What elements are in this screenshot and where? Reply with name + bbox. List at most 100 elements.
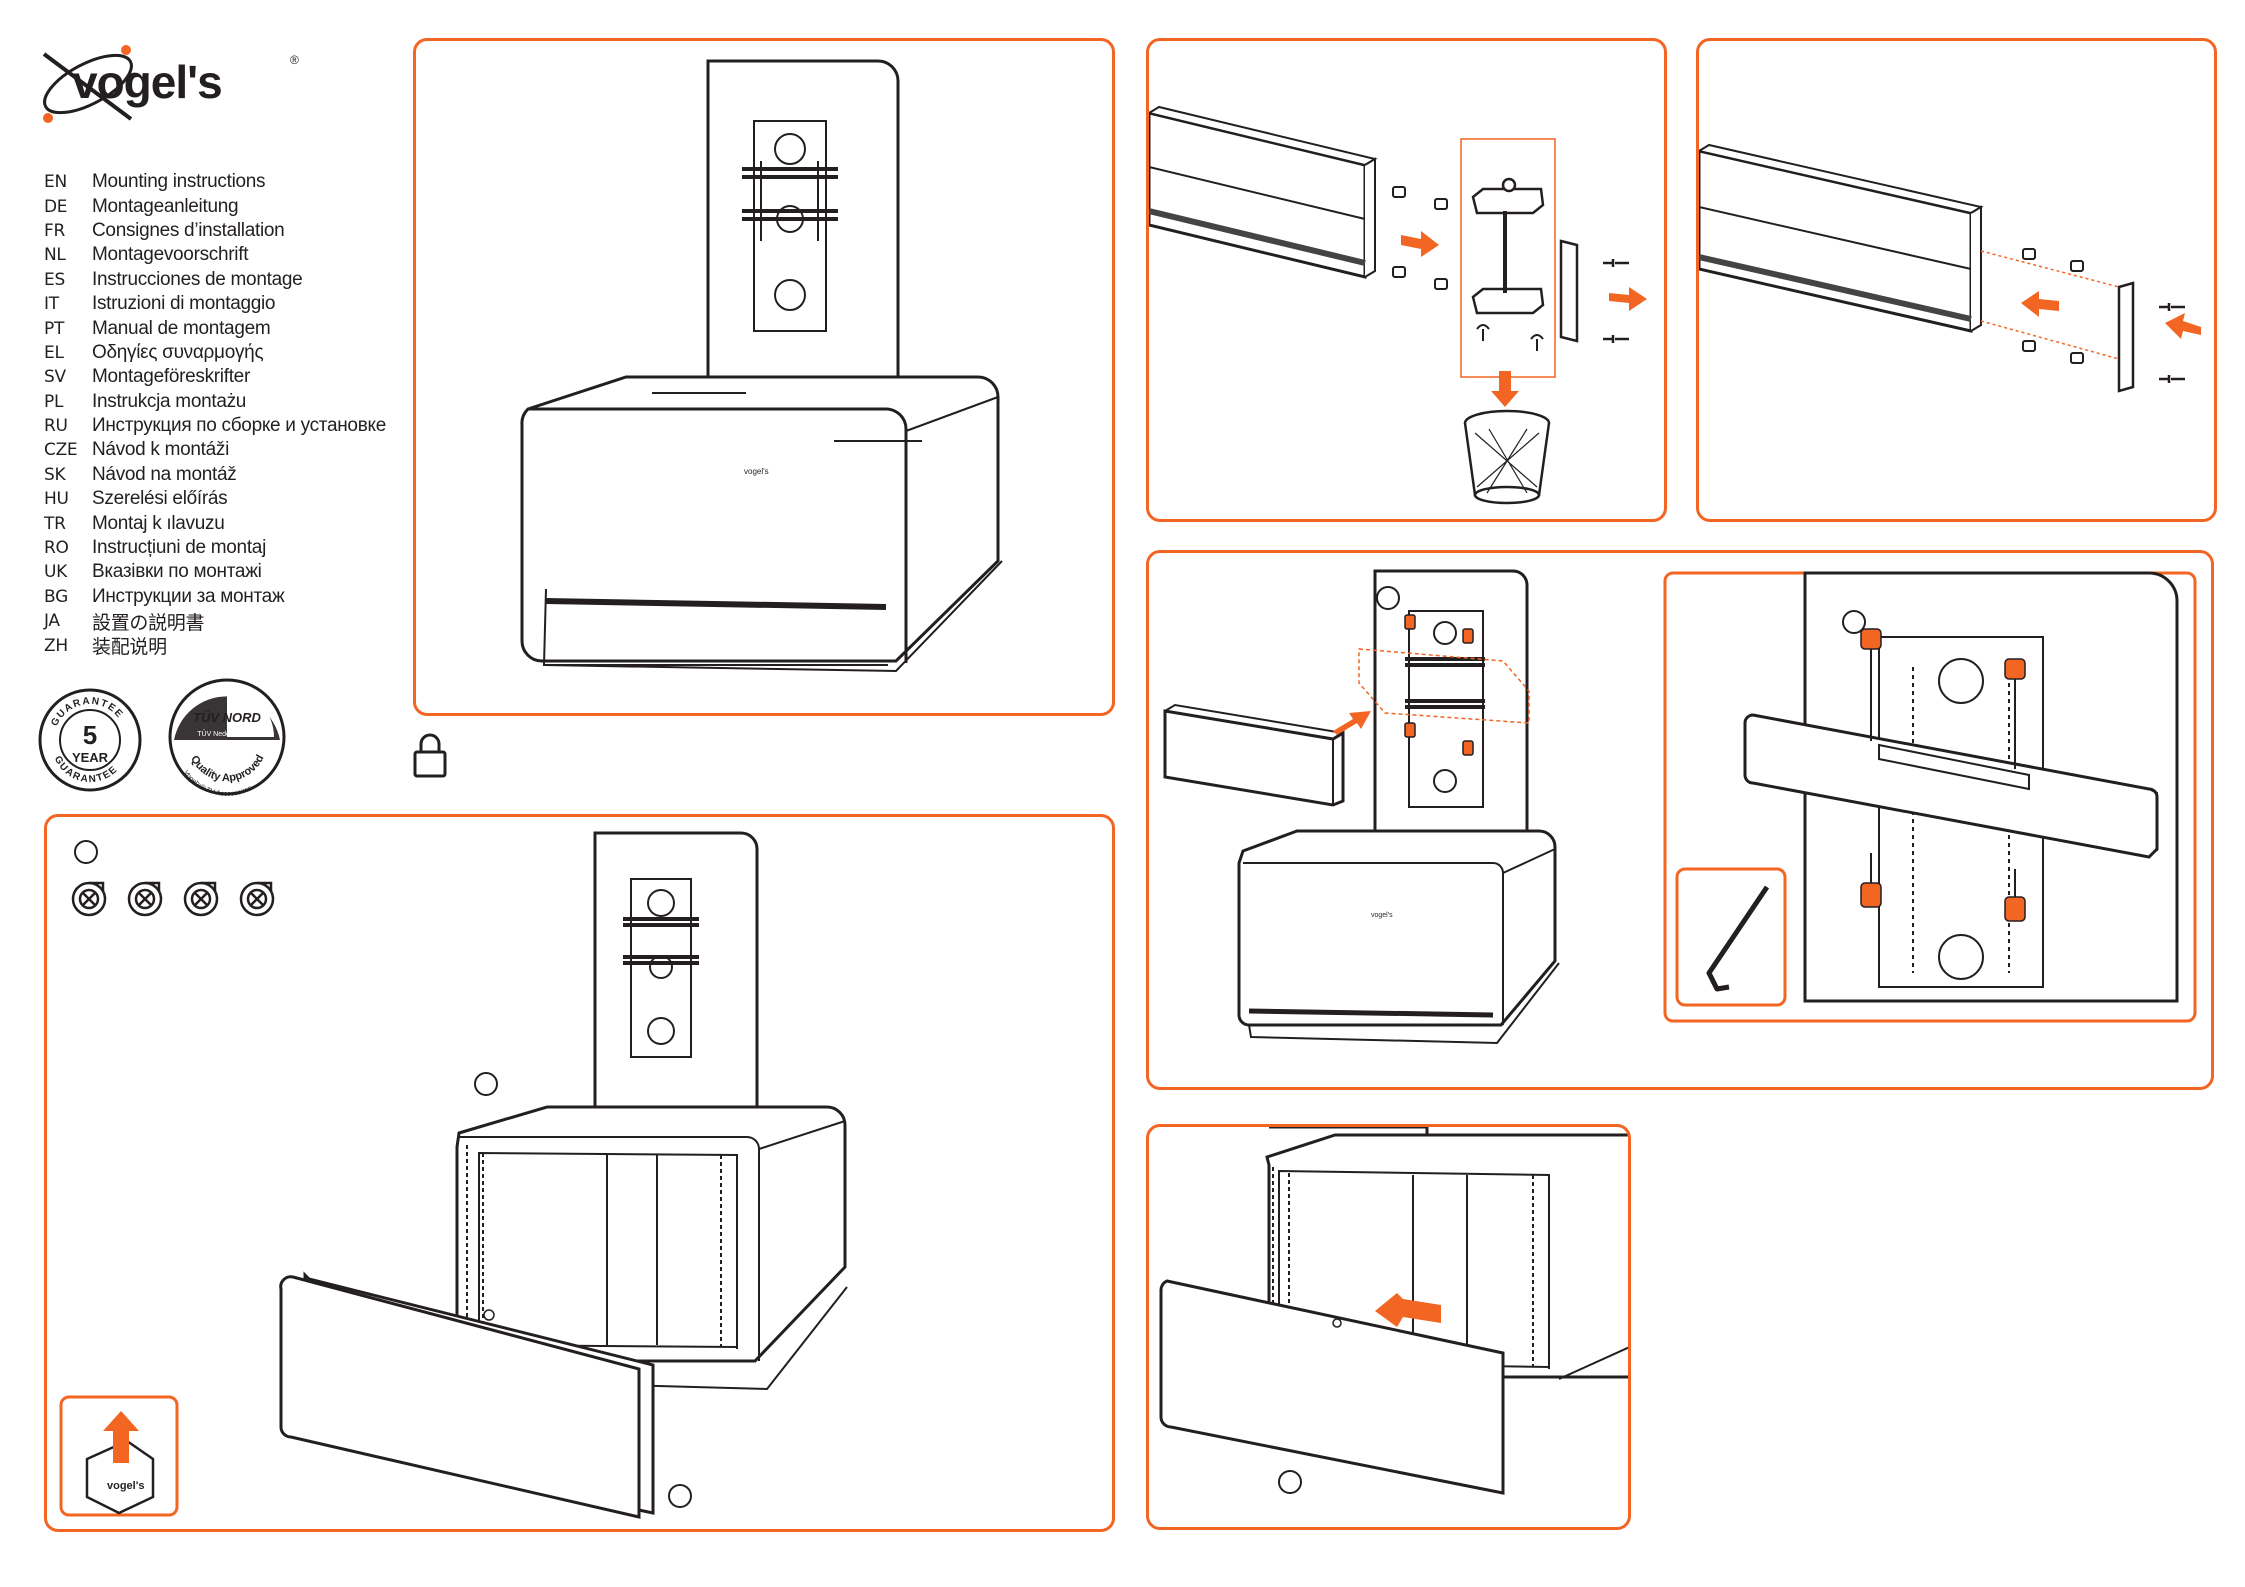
language-code: PL <box>44 391 64 412</box>
bolts <box>1860 628 2026 922</box>
language-row: ZH 装配说明 <box>44 633 404 659</box>
svg-text:vogel's: vogel's <box>744 467 769 476</box>
language-row: FR Consignes d’installation <box>44 219 404 243</box>
arrow-icon <box>1401 231 1647 407</box>
arrow-icon <box>2021 291 2201 339</box>
language-code: UK <box>44 562 67 583</box>
language-code: TR <box>44 513 66 534</box>
language-row: CZE Návod k montáži <box>44 438 404 462</box>
language-code: ZH <box>44 635 68 656</box>
step-panel-profile-mounting: vogel's <box>1146 550 2214 1090</box>
language-title: 装配说明 <box>92 637 167 659</box>
language-title: Mounting instructions <box>92 171 266 193</box>
bracket-bottom <box>1471 287 1545 315</box>
cabinet-body <box>520 375 1000 663</box>
language-title: Instrucciones de montage <box>92 268 303 290</box>
language-code: IT <box>44 294 59 315</box>
language-code: FR <box>44 220 65 241</box>
language-code: EL <box>44 342 64 363</box>
language-title: 設置の説明書 <box>92 612 205 634</box>
language-code: SK <box>44 464 66 485</box>
language-code: JA <box>44 611 60 632</box>
nuts <box>1392 186 1629 351</box>
tuv-quality-badge: TÜV NORD TÜV Nederland BA Quality Approv… <box>166 676 288 798</box>
step-panel-endcap-fitting <box>1696 38 2217 522</box>
language-title: Instrukcja montażu <box>92 390 247 412</box>
language-title: Montageföreskrifter <box>92 366 250 388</box>
language-row: BG Инструкции за монтаж <box>44 585 404 609</box>
language-row: SV Montageföreskrifter <box>44 365 404 389</box>
language-row: ES Instrucciones de montage <box>44 268 404 292</box>
step-panel-front-cover-fitting <box>1146 1124 1631 1530</box>
language-row: PT Manual de montagem <box>44 316 404 340</box>
step-marker-e <box>1842 610 1866 634</box>
language-title: Montagevoorschrift <box>92 244 249 266</box>
waste-bin-icon <box>1463 409 1551 505</box>
language-title: Consignes d’installation <box>92 219 285 241</box>
svg-text:vogel's: vogel's <box>1371 912 1393 919</box>
step-panel-overview: vogel's <box>413 38 1115 716</box>
language-code: EN <box>44 172 67 193</box>
step-marker-a <box>74 840 98 864</box>
padlock-icon <box>412 730 448 780</box>
step-panel-profile-endcap-removal <box>1146 38 1667 522</box>
step-marker-f <box>1278 1470 1302 1494</box>
step-marker-b <box>474 1072 498 1096</box>
language-code: DE <box>44 196 68 217</box>
language-title: Szerelési előírás <box>92 488 228 510</box>
svg-text:TÜV Nederland BA: TÜV Nederland BA <box>197 730 257 738</box>
step-marker-c <box>668 1484 692 1508</box>
brand-wordmark: vogel's <box>72 56 222 108</box>
language-code: PT <box>44 318 65 339</box>
svg-text:TÜV NORD: TÜV NORD <box>193 710 262 725</box>
language-title: Οδηγίες συναρμογής <box>92 341 264 363</box>
language-code: RU <box>44 416 68 437</box>
language-row: RO Instrucțiuni de montaj <box>44 536 404 560</box>
front-cover <box>1159 1279 1505 1495</box>
language-title: Instrucțiuni de montaj <box>92 537 266 559</box>
language-code: NL <box>44 245 66 266</box>
language-title: Návod k montáži <box>92 439 230 461</box>
language-row: IT Istruzioni di montaggio <box>44 292 404 316</box>
step-marker-d <box>1376 586 1400 610</box>
endcap <box>1559 239 1579 343</box>
endcap <box>2117 281 2135 393</box>
language-code: SV <box>44 367 66 388</box>
svg-text:5: 5 <box>83 720 97 750</box>
language-row: DE Montageanleitung <box>44 194 404 218</box>
nuts <box>2022 248 2084 364</box>
svg-text:®: ® <box>290 53 299 67</box>
language-code: ES <box>44 269 65 290</box>
language-row: JA 設置の説明書 <box>44 609 404 634</box>
language-title: Montaj k ılavuzu <box>92 512 225 534</box>
language-row: EN Mounting instructions <box>44 170 404 194</box>
language-row: RU Инструкция по сборке и установке <box>44 414 404 438</box>
language-row: PL Instrukcja montażu <box>44 390 404 414</box>
svg-text:vogel's: vogel's <box>107 1480 144 1492</box>
language-row: EL Οδηγίες συναρμογής <box>44 341 404 365</box>
language-row: TR Montaj k ılavuzu <box>44 511 404 535</box>
language-row: HU Szerelési előírás <box>44 487 404 511</box>
language-title: Вказівки по монтажі <box>92 561 262 583</box>
step-panel-front-cover-removal: vogel's <box>44 814 1115 1532</box>
five-year-guarantee-badge: GUARANTEE GUARANTEE 5 YEAR <box>36 686 144 794</box>
arrow-icon <box>1375 1293 1441 1327</box>
svg-text:YEAR: YEAR <box>72 750 109 765</box>
language-row: UK Вказівки по монтажі <box>44 560 404 584</box>
language-title: Manual de montagem <box>92 317 271 339</box>
language-title: Инструкция по сборке и установке <box>92 415 386 437</box>
language-title: Инструкции за монтаж <box>92 585 285 607</box>
language-row: NL Montagevoorschrift <box>44 243 404 267</box>
language-row: SK Návod na montáž <box>44 463 404 487</box>
language-code: BG <box>44 586 68 607</box>
vogels-logo: vogel's ® <box>36 34 306 134</box>
language-code: RO <box>44 538 69 559</box>
language-title: Istruzioni di montaggio <box>92 293 276 315</box>
screw-icon <box>71 881 275 917</box>
language-code: CZE <box>44 440 78 461</box>
svg-text:Quality Approved: Quality Approved <box>188 753 266 784</box>
language-title: Návod na montáž <box>92 463 237 485</box>
language-code: HU <box>44 489 69 510</box>
language-title: Montageanleitung <box>92 195 239 217</box>
